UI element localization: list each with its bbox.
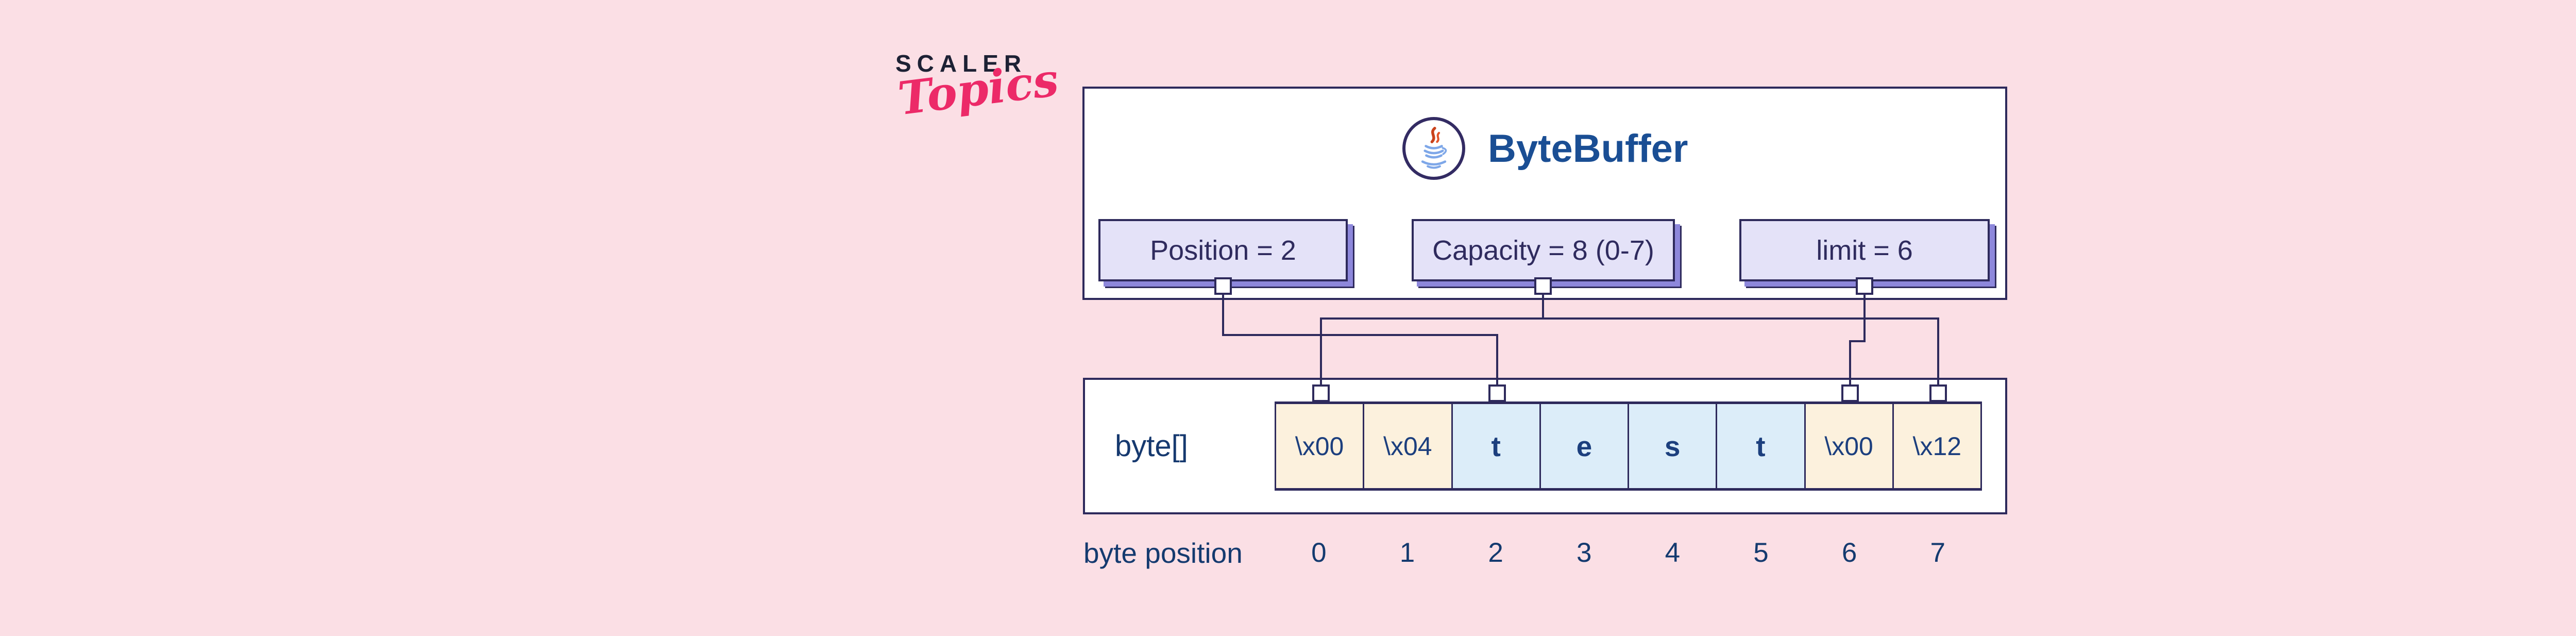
bytebuffer-panel: ByteBuffer Position = 2 Capacity = 8 (0-… (1082, 87, 2007, 300)
byte-array-label: byte[] (1115, 429, 1188, 463)
panel-header: ByteBuffer (1402, 117, 1688, 180)
byte-position-2: 2 (1488, 538, 1503, 568)
position-field-label: Position = 2 (1150, 235, 1296, 266)
java-cup-icon (1421, 127, 1447, 169)
byte-position-6: 6 (1841, 538, 1857, 568)
wire-position-h (1222, 334, 1498, 336)
byte-cell-4: s (1628, 404, 1716, 488)
byte-position-label: byte position (1083, 537, 1243, 569)
byte-position-7: 7 (1930, 538, 1945, 568)
stub-position-box (1214, 277, 1232, 295)
byte-position-4: 4 (1665, 538, 1681, 568)
byte-cell-6: \x00 (1804, 404, 1892, 488)
byte-position-1: 1 (1399, 538, 1415, 568)
wire-capacity-v3 (1937, 317, 1939, 388)
byte-array-cells: \x00 \x04 t e s t \x00 \x12 (1275, 401, 1982, 491)
byte-cell-3: e (1539, 404, 1628, 488)
byte-array-panel: byte[] \x00 \x04 t e s t \x00 \x12 (1083, 378, 2007, 514)
byte-position-3: 3 (1576, 538, 1592, 568)
limit-field-box: limit = 6 (1739, 219, 1990, 281)
byte-cell-5: t (1716, 404, 1804, 488)
stub-cell-2 (1488, 384, 1506, 402)
byte-cell-1: \x04 (1363, 404, 1451, 488)
stub-cell-7 (1929, 384, 1947, 402)
byte-position-numbers: 0 1 2 3 4 5 6 7 (1275, 536, 1982, 570)
byte-position-5: 5 (1753, 538, 1769, 568)
stub-cell-0 (1312, 384, 1330, 402)
wire-position-v1 (1222, 292, 1224, 336)
capacity-field-label: Capacity = 8 (0-7) (1432, 235, 1654, 266)
wire-limit-v2 (1849, 340, 1851, 388)
limit-field-label: limit = 6 (1816, 235, 1913, 266)
wire-position-v2 (1496, 334, 1498, 388)
stub-cell-6 (1841, 384, 1859, 402)
byte-position-0: 0 (1311, 538, 1327, 568)
byte-cell-7: \x12 (1892, 404, 1980, 488)
wire-capacity-v2 (1320, 317, 1322, 388)
capacity-field-box: Capacity = 8 (0-7) (1412, 219, 1675, 281)
panel-title: ByteBuffer (1488, 126, 1688, 171)
java-logo-icon (1402, 117, 1465, 180)
wire-limit-step (1849, 340, 1866, 342)
byte-cell-2: t (1451, 404, 1539, 488)
logo-scaler-text: SCALER (895, 50, 1027, 77)
position-field-box: Position = 2 (1098, 219, 1348, 281)
byte-cell-0: \x00 (1276, 404, 1363, 488)
wire-capacity-v1 (1542, 292, 1544, 320)
wire-capacity-h (1320, 317, 1939, 320)
stub-limit-box (1856, 277, 1873, 295)
wire-limit-v1 (1863, 292, 1866, 342)
scaler-topics-logo: SCALER Topics (895, 49, 1062, 125)
stub-capacity-box (1534, 277, 1552, 295)
